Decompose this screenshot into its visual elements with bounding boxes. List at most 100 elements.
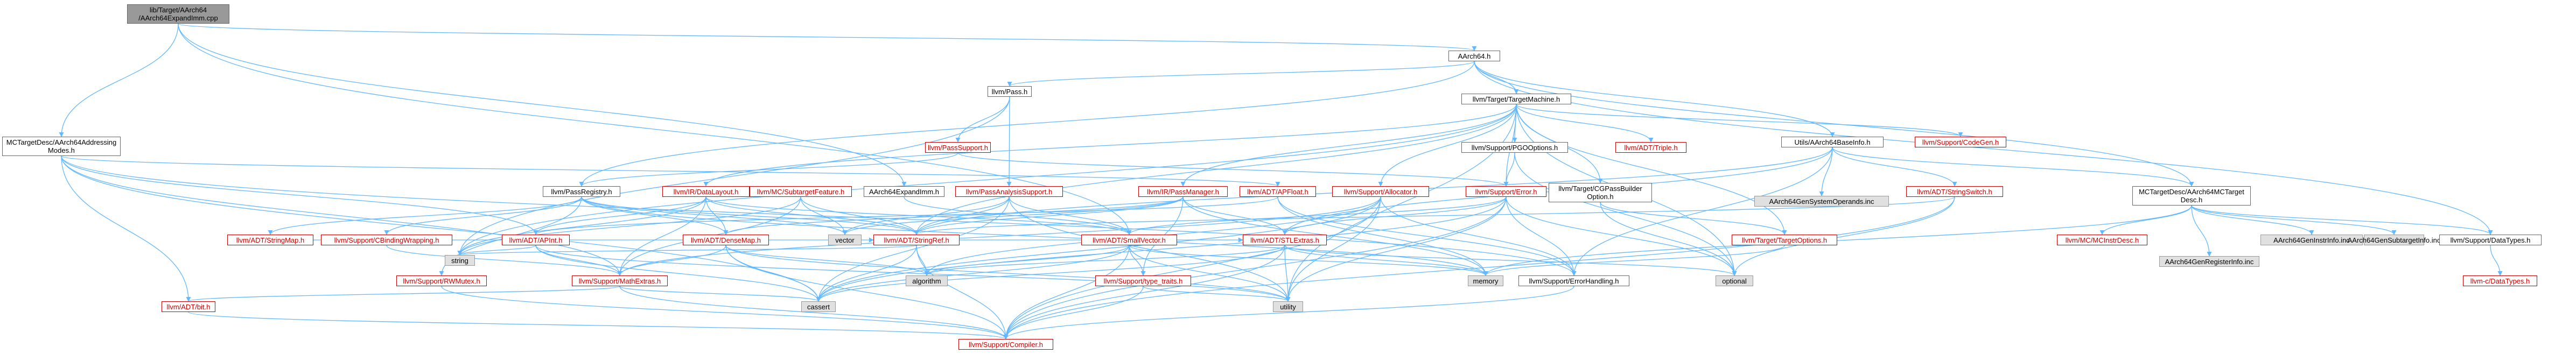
edge-tm-to-utility [1285,104,1517,302]
edge-errorhandling-to-compiler [1003,286,1574,339]
edge-smallvector-to-utility [1129,245,1291,302]
node-cgpass[interactable]: llvm/Target/CGPassBuilder Option.h [1549,183,1652,202]
edge-smallvector-to-cassert [816,245,1130,302]
edge-pgo-to-optional [1514,152,1737,276]
node-codegen[interactable]: llvm/Support/CodeGen.h [1915,137,2006,147]
edge-densemap-to-algorithm [725,245,929,276]
node-targetoptions[interactable]: llvm/Target/TargetOptions.h [1732,235,1837,245]
node-triple[interactable]: llvm/ADT/Triple.h [1615,142,1686,153]
edge-mctd_addr-to-apfloat [61,155,1280,187]
node-passregistry[interactable]: llvm/PassRegistry.h [543,186,620,197]
edge-datalayout-to-apint [533,196,706,235]
edge-passregistry-to-stringref [581,196,919,235]
edge-datalayout-to-mathextras [617,196,706,276]
edge-allocator-to-compiler [1003,196,1381,339]
edge-tm-to-targetoptions [1516,104,1787,235]
node-cbw[interactable]: llvm/Support/CBindingWrapping.h [321,235,452,245]
node-mathextras[interactable]: llvm/Support/MathExtras.h [572,275,668,286]
edge-apfloat-to-errorhandling [1277,196,1577,276]
edge-passmanager-to-memory [1182,196,1488,276]
node-basicinfo[interactable]: Utils/AArch64BaseInfo.h [1781,137,1884,147]
node-expandimm[interactable]: AArch64ExpandImm.h [864,186,944,197]
edge-mathextras-to-bitfield [186,286,620,302]
edge-targetoptions-to-memory [1483,245,1785,276]
node-passanalysis[interactable]: llvm/PassAnalysisSupport.h [955,186,1063,197]
edge-mctd_aarch-to-mcinstrdesc [2099,205,2192,235]
edge-datalayout-to-string [457,196,706,256]
edge-passregistry-to-densemap [581,196,729,235]
edge-stringref-to-compiler [916,245,1009,339]
edge-allocator-to-errorhandling [1380,196,1577,276]
node-datatypes[interactable]: llvm/Support/DataTypes.h [2439,235,2542,245]
node-passsupport[interactable]: llvm/PassSupport.h [925,142,991,153]
edge-densemap-to-mathextras [617,245,726,276]
node-errorhandling[interactable]: llvm/Support/ErrorHandling.h [1518,275,1629,286]
edge-allocator-to-cassert [816,196,1381,302]
edge-cbw-to-mathextras [386,245,622,276]
node-compiler[interactable]: llvm/Support/Compiler.h [958,339,1053,350]
edge-root-to-smallvector [178,23,1132,235]
node-mctd_aarch[interactable]: MCTargetDesc/AArch64MCTarget Desc.h [2132,186,2251,206]
edge-pass-to-string [457,96,1010,256]
edge-densemap-to-utility [725,245,1291,302]
edge-mctd_addr-to-bitfield [61,155,191,302]
node-cdatatypes[interactable]: llvm-c/DataTypes.h [2463,275,2537,286]
edge-basicinfo-to-errorhandling [1571,147,1833,276]
node-root[interactable]: lib/Target/AArch64 /AArch64ExpandImm.cpp [127,4,229,24]
node-aarch64h[interactable]: AArch64.h [1448,51,1500,61]
edge-datatypes-to-cdatatypes [2490,245,2503,276]
edge-passanalysis-to-smallvector [1009,196,1132,235]
edge-passsupport-to-error [957,152,1509,187]
edge-rwmutex-to-compiler [441,286,1009,339]
edge-apfloat-to-apint [533,196,1278,235]
node-bitfield[interactable]: llvm/ADT/bit.h [162,301,215,312]
edge-basicinfo-to-mctd_aarch [1832,147,2194,187]
node-mcinstrdesc[interactable]: llvm/MC/MCInstrDesc.h [2057,235,2147,245]
edge-densemap-to-cassert [725,245,821,302]
node-pass[interactable]: llvm/Pass.h [988,86,1032,97]
edge-datalayout-to-densemap [705,196,729,235]
node-subtarget[interactable]: llvm/MC/SubtargetFeature.h [750,186,852,197]
edge-basicinfo-to-stringswitch [1832,147,1957,187]
node-densemap[interactable]: llvm/ADT/DenseMap.h [683,235,769,245]
node-apfloat[interactable]: llvm/ADT/APFloat.h [1240,186,1316,197]
node-optional: optional [1716,275,1753,286]
node-stringmap[interactable]: llvm/ADT/StringMap.h [227,235,313,245]
node-string: string [445,255,475,266]
edge-smallvector-to-algorithm [924,245,1130,276]
edge-passmanager-to-densemap [723,196,1184,235]
edge-mctd_aarch-to-genregister [2191,205,2212,257]
node-pgo[interactable]: llvm/Support/PGOOptions.h [1461,142,1568,153]
node-typetraits[interactable]: llvm/Support/type_traits.h [1095,275,1191,286]
node-allocator[interactable]: llvm/Support/Allocator.h [1332,186,1429,197]
node-rwmutex[interactable]: llvm/Support/RWMutex.h [396,275,487,286]
node-tm[interactable]: llvm/Target/TargetMachine.h [1461,94,1571,104]
edge-root-to-aarch64h [178,23,1476,51]
edge-cgpass-to-targetoptions [1600,202,1787,235]
node-geninstr: AArch64GenInstrInfo.inc [2260,235,2363,245]
edge-subtarget-to-string [457,196,801,256]
edge-mathextras-to-cassert [619,286,821,302]
node-vector: vector [828,235,862,245]
edge-root-to-expandimm [178,23,907,187]
node-smallvector[interactable]: llvm/ADT/SmallVector.h [1081,235,1177,245]
node-passmanager[interactable]: llvm/IR/PassManager.h [1138,186,1228,197]
edge-mctd_aarch-to-geninstr [2191,205,2314,235]
node-apint[interactable]: llvm/ADT/APInt.h [502,235,570,245]
edge-error-to-stlextras [1282,196,1507,235]
node-datalayout[interactable]: llvm/IR/DataLayout.h [662,186,750,197]
node-mctd_addr[interactable]: MCTargetDesc/AArch64Addressing Modes.h [2,137,121,156]
edge-passregistry-to-memory [581,196,1488,276]
edge-aarch64h-to-mctd_aarch [1474,61,2194,187]
node-stlextras[interactable]: llvm/ADT/STLExtras.h [1243,235,1327,245]
edge-root-to-mctd_addr [59,23,179,137]
edge-apint-to-string [457,245,536,256]
edge-stringswitch-to-stringref [914,196,1955,235]
node-error[interactable]: llvm/Support/Error.h [1466,186,1546,197]
node-stringswitch[interactable]: llvm/ADT/StringSwitch.h [1906,186,2003,197]
node-memory: memory [1468,275,1503,286]
node-genregister: AArch64GenRegisterInfo.inc [2159,256,2259,267]
edge-smallvector-to-typetraits [1129,245,1146,276]
node-stringref[interactable]: llvm/ADT/StringRef.h [873,235,960,245]
